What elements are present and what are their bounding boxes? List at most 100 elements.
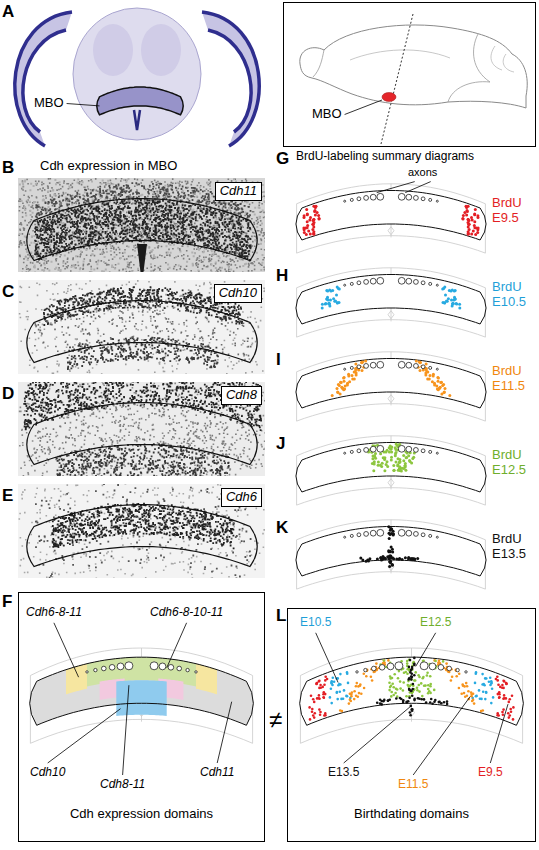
labeled-cell <box>371 679 374 682</box>
axon-section <box>357 449 361 453</box>
mbo-outline <box>27 199 257 261</box>
labeled-cell <box>410 690 413 693</box>
labeled-cell <box>490 682 493 685</box>
labeled-cell <box>409 714 412 717</box>
labeled-cell <box>429 675 432 678</box>
labeled-cell <box>312 218 315 221</box>
labeled-cell <box>311 708 314 711</box>
gene-name: Cdh11 <box>220 184 257 199</box>
labeled-cell <box>512 706 515 709</box>
labeled-cell <box>324 302 327 305</box>
axon-section <box>344 452 346 454</box>
labeled-cell <box>325 289 328 292</box>
labeled-cell <box>308 706 311 709</box>
labeled-cell <box>360 692 363 695</box>
labeled-cell <box>390 456 393 459</box>
stain-specks <box>19 280 265 374</box>
axon-section <box>429 282 432 285</box>
labeled-cell <box>388 689 391 692</box>
labeled-cell <box>380 700 383 703</box>
labeled-cell <box>389 529 392 532</box>
axon-section <box>447 666 452 671</box>
axon-section <box>429 534 432 537</box>
labeled-cell <box>343 380 346 383</box>
labeled-cell <box>407 454 410 457</box>
labeled-cell <box>413 664 416 667</box>
labeled-cell <box>405 695 408 698</box>
labeled-cells <box>321 286 462 310</box>
labeled-cell <box>350 700 353 703</box>
axon-section <box>377 529 384 536</box>
labeled-cell <box>471 700 474 703</box>
sagittal-brain <box>300 14 527 144</box>
gene-tag: Cdh11 <box>215 182 262 201</box>
labeled-cell <box>420 698 423 701</box>
labeled-cell <box>339 690 342 693</box>
labeled-cell <box>421 695 424 698</box>
cerebellum-boundary <box>474 34 490 82</box>
panel-caption: MBO <box>312 107 342 122</box>
labeled-cell <box>401 558 404 561</box>
labeled-cell <box>392 557 395 560</box>
axon-section <box>379 665 385 671</box>
labeled-cell <box>370 676 373 679</box>
cdh11-domain <box>30 657 254 725</box>
leader-line <box>344 706 412 763</box>
mbo-outline <box>30 657 254 725</box>
labeled-cell <box>502 714 505 717</box>
labeled-cell <box>410 690 413 693</box>
labeled-cells <box>331 359 452 397</box>
labeled-cell <box>357 685 360 688</box>
axon-section <box>344 284 346 286</box>
labeled-cell <box>391 564 394 567</box>
image-ground <box>18 484 265 578</box>
gene-tag: Cdh10 <box>214 284 262 303</box>
bulb-boundary <box>313 50 324 77</box>
leader-line <box>217 702 232 763</box>
labeled-cell <box>462 214 465 217</box>
labeled-cell <box>313 701 316 704</box>
schematic-panel: MBO <box>283 2 536 147</box>
labeled-cell <box>402 681 405 684</box>
labeled-cell <box>336 691 339 694</box>
labeled-cell <box>302 227 305 230</box>
labeled-cell <box>336 387 339 390</box>
labeled-cell <box>392 464 395 467</box>
labeled-cell <box>355 372 358 375</box>
labeled-cell <box>314 712 317 715</box>
mbo-outline <box>296 527 486 577</box>
labeled-cell <box>510 711 513 714</box>
labeled-cell <box>473 212 476 215</box>
axon-section <box>406 446 412 452</box>
labeled-cell <box>330 682 333 685</box>
labeled-cell <box>503 680 506 683</box>
labeled-cell <box>306 220 309 223</box>
labeled-cell <box>472 230 475 233</box>
panel-letter: D <box>2 384 14 404</box>
labeled-cell <box>482 690 485 693</box>
labeled-cell <box>436 387 439 390</box>
labeled-cell <box>496 714 499 717</box>
labeled-cell <box>319 714 322 717</box>
labeled-cell <box>485 692 488 695</box>
axon-section <box>350 450 353 453</box>
labeled-cell <box>442 301 445 304</box>
labeled-cell <box>405 456 408 459</box>
axon-bundle <box>344 277 439 286</box>
axon-section <box>429 663 436 670</box>
labeled-cell <box>439 386 442 389</box>
mbo-marker <box>382 93 396 102</box>
labeled-cell <box>391 550 394 553</box>
axon-section <box>186 668 189 671</box>
labeled-cell <box>337 287 340 290</box>
labeled-cell <box>453 296 456 299</box>
labeled-cell <box>343 376 346 379</box>
panel-letter: I <box>276 350 281 370</box>
labeled-cell <box>332 297 335 300</box>
labeled-cell <box>470 233 473 236</box>
labeled-cell <box>425 363 428 366</box>
labeled-cell <box>440 702 443 705</box>
labeled-cell <box>508 701 511 704</box>
labeled-cell <box>356 682 359 685</box>
labeled-cells <box>339 659 484 712</box>
